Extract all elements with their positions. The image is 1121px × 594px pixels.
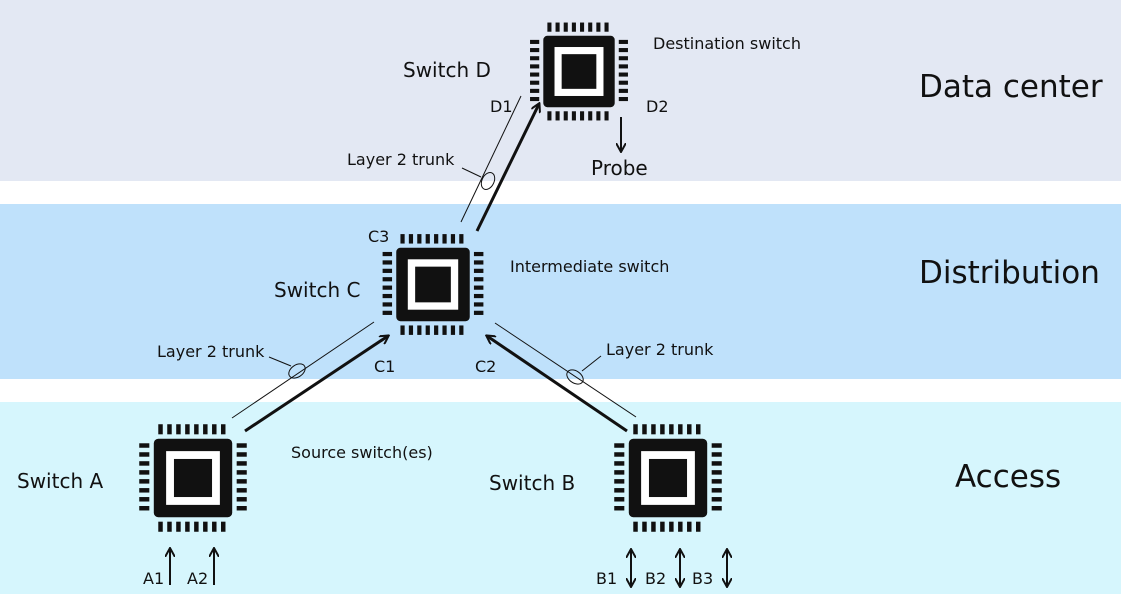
switch-c-chip-icon bbox=[382, 234, 484, 335]
trunk-label-a-c: Layer 2 trunk bbox=[157, 342, 265, 361]
switch-b-chip-icon bbox=[614, 424, 722, 532]
probe-label: Probe bbox=[591, 156, 648, 180]
switch-a-name: Switch A bbox=[17, 469, 103, 493]
switch-c-name: Switch C bbox=[274, 278, 360, 302]
port-a2: A2 bbox=[187, 569, 208, 588]
tier-label-distribution: Distribution bbox=[919, 255, 1100, 291]
switch-c-role: Intermediate switch bbox=[510, 257, 669, 276]
trunk-c-d bbox=[460, 95, 539, 232]
port-c1: C1 bbox=[374, 357, 395, 376]
port-b2: B2 bbox=[645, 569, 666, 588]
switch-a-chip-icon bbox=[139, 424, 247, 532]
port-b1: B1 bbox=[596, 569, 617, 588]
port-c2: C2 bbox=[475, 357, 496, 376]
switch-d-name: Switch D bbox=[403, 58, 491, 82]
port-a1: A1 bbox=[143, 569, 164, 588]
tier-label-access: Access bbox=[955, 459, 1061, 495]
switch-d-chip-icon bbox=[530, 22, 628, 121]
port-d1: D1 bbox=[490, 97, 513, 116]
trunk-label-c-d: Layer 2 trunk bbox=[347, 150, 455, 169]
source-switches-label: Source switch(es) bbox=[291, 443, 433, 462]
tier-label-data-center: Data center bbox=[919, 69, 1103, 105]
distribution-band bbox=[0, 204, 1121, 379]
switch-d-role: Destination switch bbox=[653, 34, 801, 53]
port-c3: C3 bbox=[368, 227, 389, 246]
trunk-b-c bbox=[487, 322, 637, 433]
switch-b-name: Switch B bbox=[489, 471, 575, 495]
trunk-label-b-c: Layer 2 trunk bbox=[606, 340, 714, 359]
port-b3: B3 bbox=[692, 569, 713, 588]
port-d2: D2 bbox=[646, 97, 669, 116]
trunk-a-c bbox=[231, 321, 388, 433]
